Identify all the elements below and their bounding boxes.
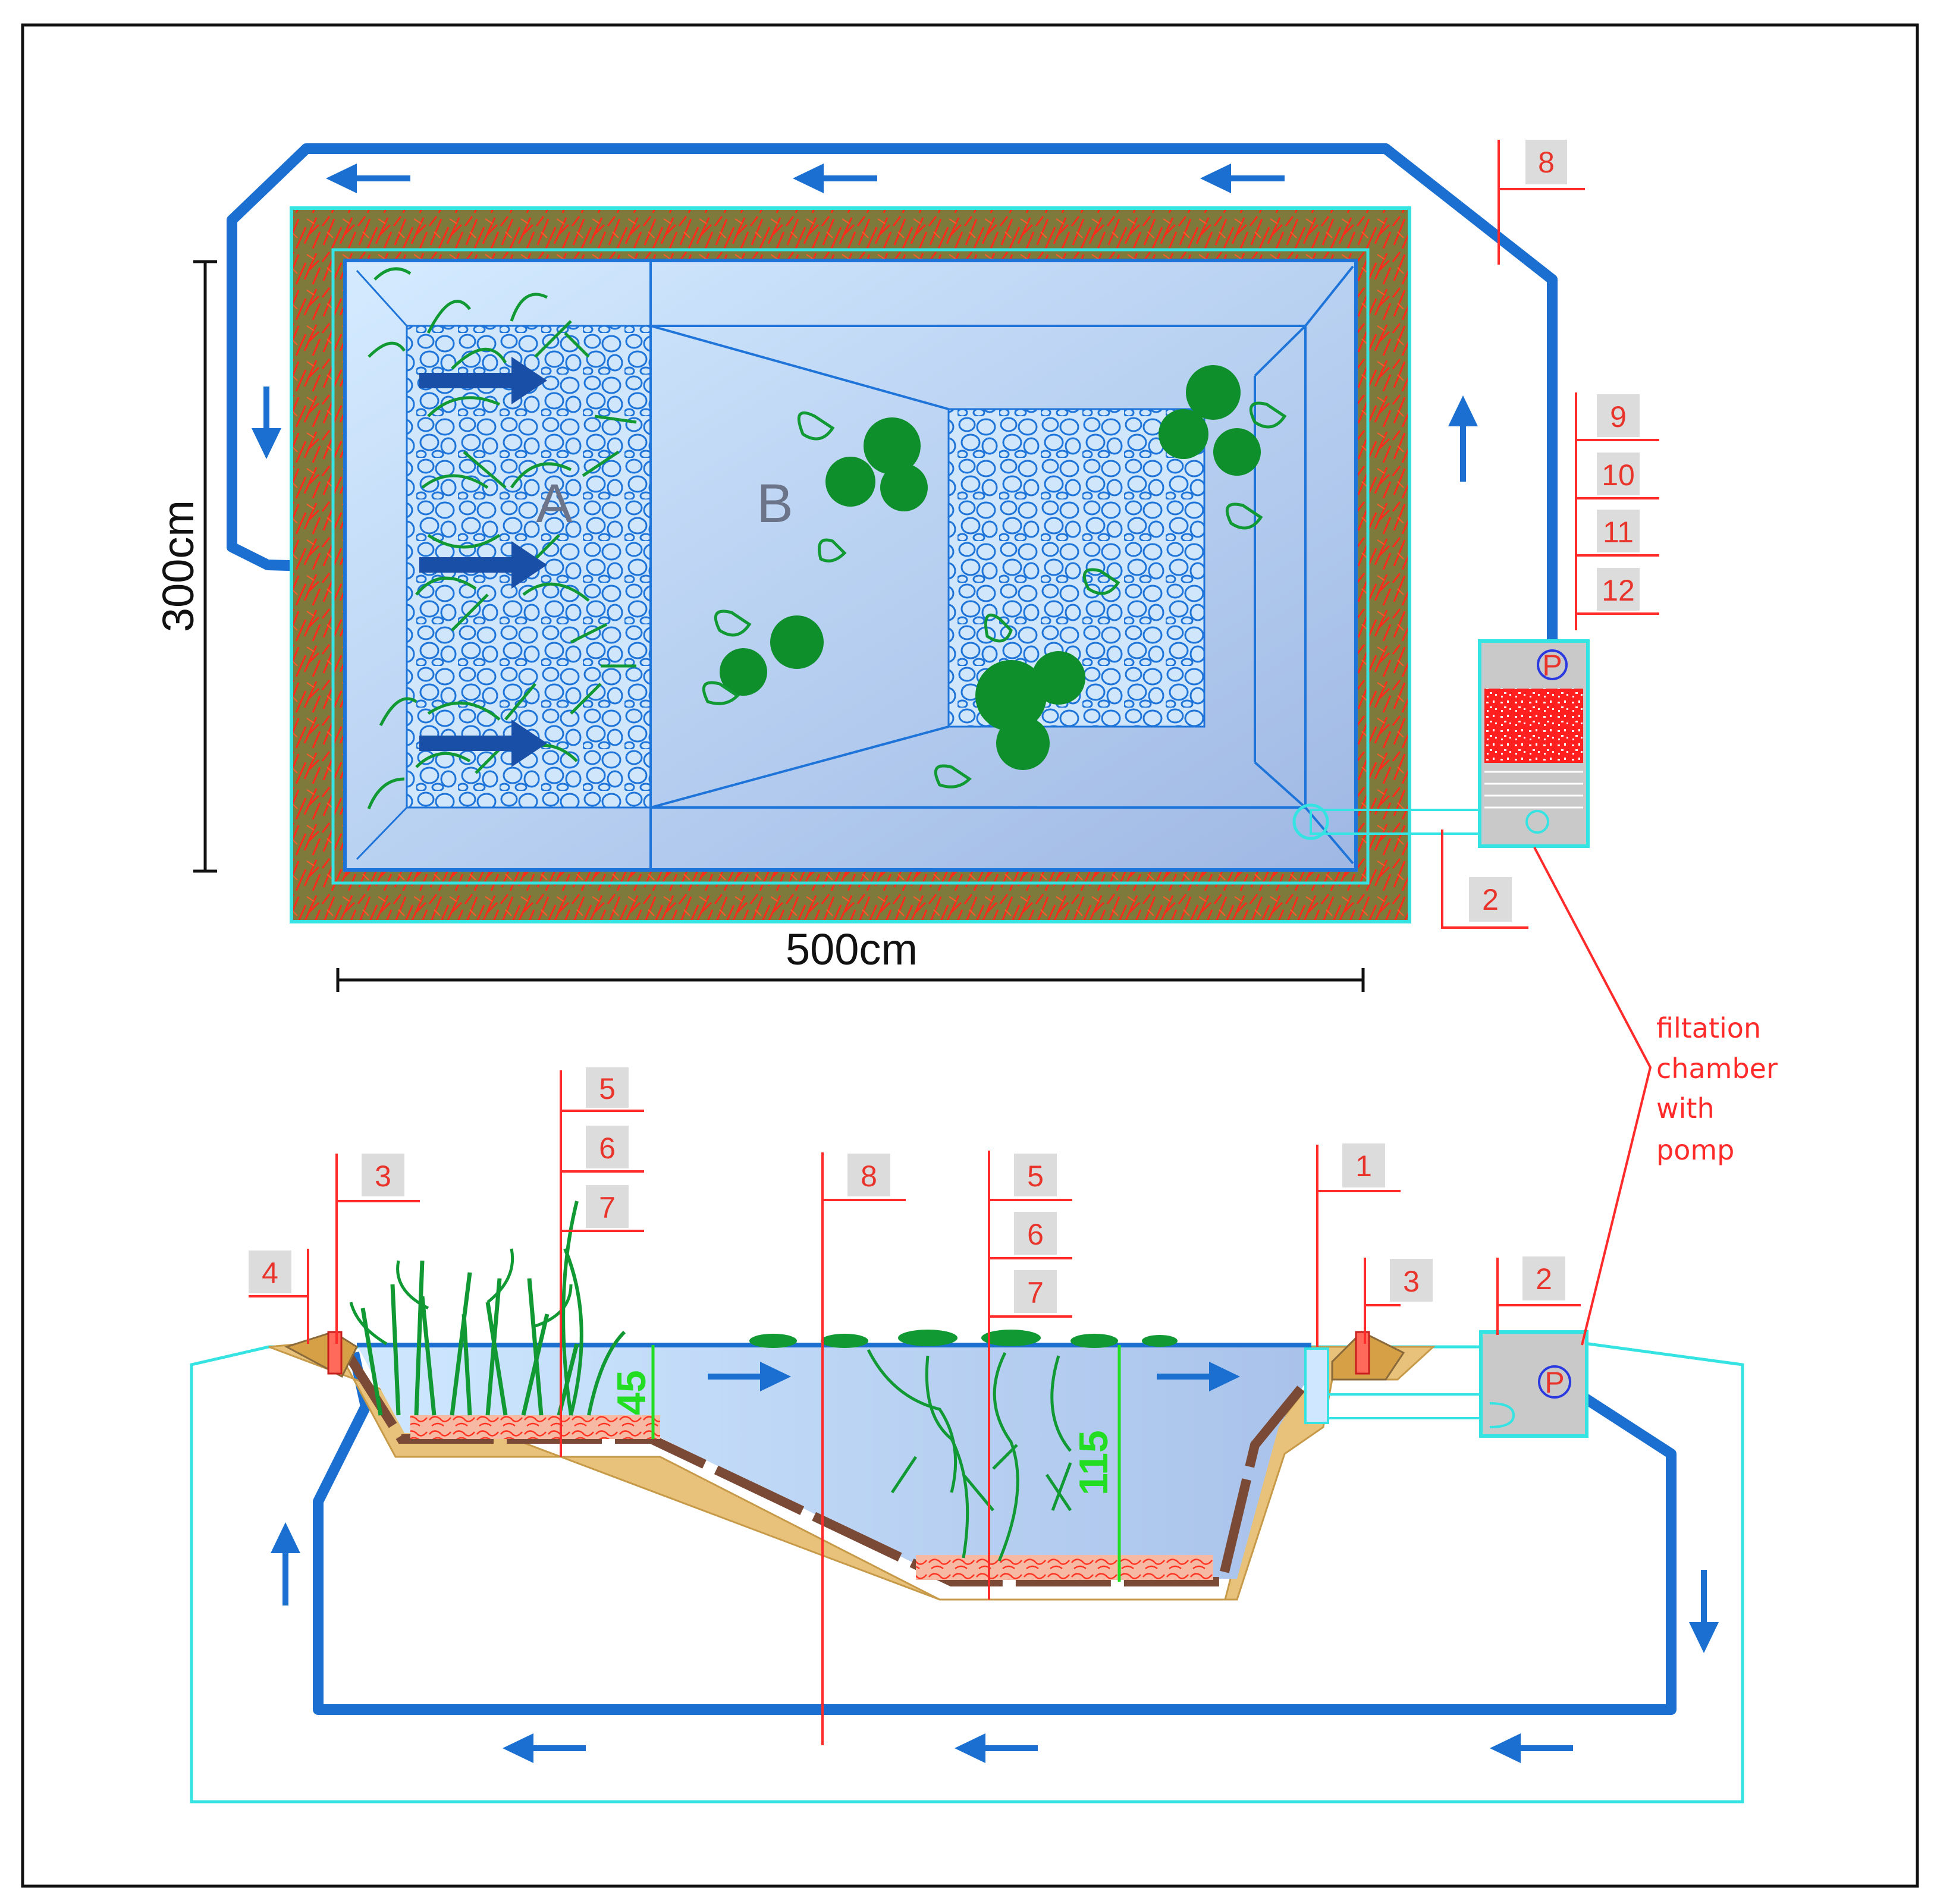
svg-text:3: 3	[375, 1160, 391, 1193]
callout-plan-8: 8	[1525, 140, 1567, 184]
wall-edge	[1304, 265, 1354, 327]
section-pump-label: P	[1544, 1366, 1564, 1399]
skimmer-box	[1304, 1347, 1329, 1424]
svg-text:9: 9	[1610, 400, 1627, 433]
note-line-4: pomp	[1656, 1134, 1734, 1166]
plan-water-plants	[720, 365, 1261, 770]
callout-plan-10: 10	[1597, 453, 1640, 495]
svg-text:11: 11	[1603, 516, 1634, 549]
svg-text:12: 12	[1602, 574, 1635, 607]
slope-line	[356, 806, 408, 860]
inflow-arrows	[419, 357, 547, 767]
deep-gravel	[916, 1555, 1213, 1580]
svg-text:3: 3	[1403, 1265, 1420, 1298]
callout-plan-11: 11	[1597, 510, 1640, 552]
callout-section-5-deep: 5	[1014, 1154, 1057, 1196]
height-dimension: 300cm	[153, 500, 203, 632]
svg-text:5: 5	[1027, 1160, 1044, 1193]
section-pump-icon	[1538, 1365, 1571, 1399]
svg-text:8: 8	[861, 1160, 877, 1193]
svg-text:6: 6	[1027, 1218, 1044, 1251]
svg-text:8: 8	[1538, 146, 1555, 179]
callout-section-1: 1	[1342, 1143, 1385, 1187]
plan-view: P A B 300cm 500cm	[153, 143, 1590, 992]
filtration-note: filtation chamber with pomp	[1656, 1012, 1778, 1166]
svg-text:2: 2	[1536, 1262, 1552, 1296]
callout-plan-9: 9	[1597, 394, 1640, 437]
callout-labels: 8 9 10 11 12 2 4 3 5 6 7 8 5 6 7 1 3 2	[249, 140, 1640, 1313]
note-line-2: chamber	[1656, 1052, 1778, 1085]
plan-leaf-outlines	[702, 401, 1287, 788]
wall-edge	[650, 325, 949, 410]
callout-plan-2: 2	[1469, 877, 1512, 922]
pump-icon	[1537, 649, 1568, 680]
slope-line	[356, 269, 408, 327]
return-pipe	[227, 143, 1558, 648]
zone-a-label: A	[536, 473, 573, 534]
callouts	[249, 140, 1659, 1745]
shallow-depth: 45	[609, 1370, 654, 1415]
callout-section-2: 2	[1522, 1256, 1565, 1300]
wall-edge	[1254, 325, 1307, 377]
note-line-3: with	[1656, 1092, 1715, 1124]
svg-text:5: 5	[599, 1072, 616, 1105]
plan-plants	[367, 267, 637, 809]
zone-b-label: B	[756, 473, 793, 534]
svg-text:7: 7	[599, 1191, 616, 1224]
wall-edge	[1304, 806, 1354, 865]
callout-section-4: 4	[249, 1251, 291, 1293]
floating-plants	[749, 1330, 1178, 1348]
section-water	[357, 1345, 1305, 1579]
note-line-1: filtation	[1656, 1012, 1761, 1044]
callout-section-3-right: 3	[1390, 1259, 1433, 1302]
pump-label: P	[1542, 649, 1562, 682]
coping-outline	[331, 248, 1370, 885]
skimmer-inlet	[1292, 803, 1329, 840]
wall-edge	[1254, 761, 1307, 809]
width-dimension: 500cm	[786, 925, 918, 974]
filter-chamber-section: P	[1479, 1330, 1588, 1438]
section-view: P 45 115	[190, 1201, 1744, 1804]
svg-text:10: 10	[1602, 458, 1635, 492]
callout-section-5-shallow: 5	[586, 1067, 629, 1108]
pipe-flow-arrows	[252, 164, 1478, 482]
svg-text:2: 2	[1482, 883, 1499, 916]
svg-text:4: 4	[262, 1256, 278, 1290]
shallow-plants	[349, 1201, 626, 1416]
svg-text:6: 6	[599, 1132, 616, 1165]
filter-chamber-plan: P	[1478, 639, 1590, 848]
submerged-plants	[867, 1349, 1072, 1561]
callout-plan-12: 12	[1597, 568, 1640, 611]
callout-section-3-left: 3	[362, 1154, 404, 1196]
wall-edge	[650, 725, 949, 809]
shallow-gravel	[410, 1415, 660, 1439]
callout-section-7-deep: 7	[1014, 1270, 1057, 1313]
pond-liner	[338, 1342, 1313, 1586]
section-flow-arrows	[271, 1362, 1719, 1763]
svg-text:7: 7	[1027, 1276, 1044, 1309]
callout-section-6-deep: 6	[1014, 1212, 1057, 1255]
section-return-pipe	[313, 1352, 1677, 1715]
svg-text:1: 1	[1355, 1149, 1372, 1183]
callout-section-7-shallow: 7	[586, 1185, 629, 1228]
callout-section-6-shallow: 6	[586, 1126, 629, 1168]
callout-section-8: 8	[847, 1154, 890, 1196]
deep-depth: 115	[1071, 1430, 1116, 1495]
